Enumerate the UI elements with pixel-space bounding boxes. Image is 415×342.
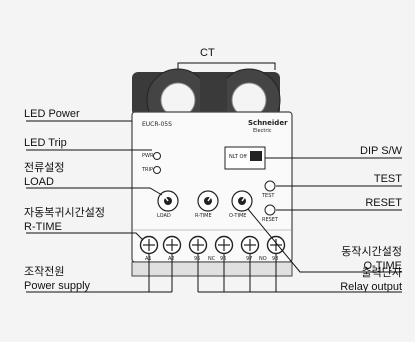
knob-load [157,190,179,212]
otime-callout-ko: 동작시간설정 [341,246,402,258]
terminal-label-96: 96 [220,256,227,262]
terminal-96 [214,235,234,255]
ct-bracket [177,62,276,70]
dip-switch-text: NLT Off [229,154,247,160]
brand-logo: Schneider [248,119,288,127]
load-callout-ko: 전류설정 [24,162,65,174]
power-callout-en: Power supply [24,280,91,292]
terminal-95 [188,235,208,255]
reset-button-label: RESET [262,217,279,223]
knob-rtime [197,190,219,212]
terminal-a1 [139,235,159,255]
test-callout: TEST [373,173,402,185]
load-callout-en: LOAD [24,176,54,188]
reset-callout: RESET [365,197,402,209]
relay-callout-ko: 출력단자 [361,267,402,279]
led-power-label: PWR [142,153,154,159]
terminal-98 [266,235,286,255]
terminal-row [139,235,286,255]
power-callout-ko: 조작전원 [24,266,65,278]
terminal-label-a2: A2 [168,256,175,262]
knob-rtime-label: R-TIME [195,213,212,219]
led-power [153,152,161,160]
dip-callout: DIP S/W [360,145,402,157]
terminal-label-no: NO [259,256,267,262]
brand-sub: Electric [253,128,272,134]
knob-otime-label: O-TIME [229,213,247,219]
led-trip [153,166,161,174]
leader-lines [26,120,402,293]
terminal-label-a1: A1 [145,256,152,262]
test-button-label: TEST [262,193,275,199]
test-button-shape [264,180,276,192]
terminal-label-98: 98 [272,256,279,262]
otime-callout-en: O-TIME [363,260,403,272]
rtime-callout-ko: 자동복귀시간설정 [24,207,105,219]
terminal-label-95: 95 [194,256,201,262]
device-model: EUCR-05S [142,121,172,128]
knob-load-label: LOAD [157,213,171,219]
relay-callout-en: Relay output [340,281,402,293]
terminal-a2 [162,235,182,255]
terminal-label-97: 97 [246,256,253,262]
reset-button-shape [264,204,276,216]
led-power-callout: LED Power [24,108,80,120]
knob-otime [231,190,253,212]
led-trip-label: TRIP [142,167,154,173]
rtime-callout-en: R-TIME [24,221,62,233]
terminal-97 [240,235,260,255]
ct-label: CT [200,47,215,59]
led-trip-callout: LED Trip [24,137,67,149]
terminal-label-nc: NC [208,256,216,262]
